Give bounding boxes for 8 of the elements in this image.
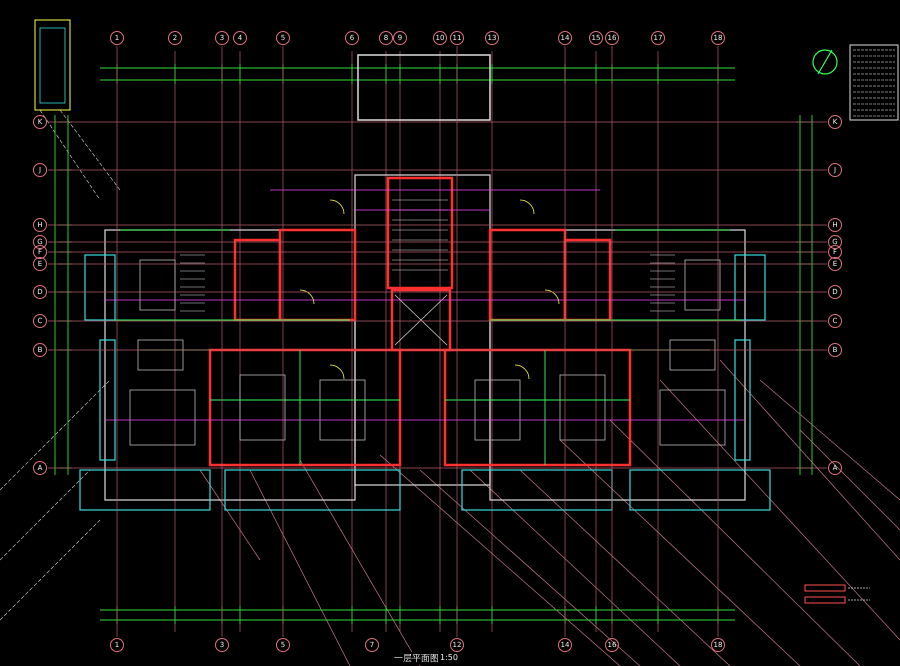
axis-line [48, 320, 828, 322]
drawing-title: 一层平面图 [392, 652, 441, 665]
axis-line [456, 46, 458, 638]
axis-line [282, 46, 284, 638]
scale-label: 1:50 [438, 653, 460, 662]
axis-line [564, 46, 566, 638]
axis-line [48, 224, 828, 226]
axis-line [116, 46, 118, 638]
